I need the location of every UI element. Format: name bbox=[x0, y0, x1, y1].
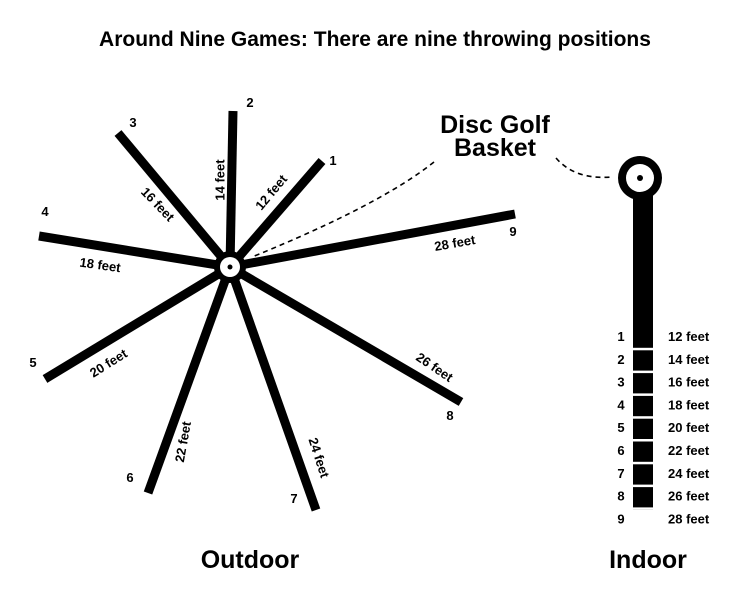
indoor-tick-2 bbox=[633, 347, 653, 351]
indoor-tick-6 bbox=[633, 439, 653, 442]
indoor-distance-1: 12 feet bbox=[668, 329, 710, 344]
indoor-number-6: 6 bbox=[617, 443, 624, 458]
indoor-tick-3 bbox=[633, 370, 653, 374]
spoke-distance-9: 28 feet bbox=[433, 232, 477, 254]
indoor-number-7: 7 bbox=[617, 466, 624, 481]
indoor-number-5: 5 bbox=[617, 420, 624, 435]
outdoor-basket-dot bbox=[227, 264, 233, 270]
indoor-number-1: 1 bbox=[617, 329, 624, 344]
spoke-distance-7: 24 feet bbox=[306, 436, 333, 480]
spoke-number-6: 6 bbox=[126, 470, 133, 485]
indoor-distance-2: 14 feet bbox=[668, 352, 710, 367]
indoor-tick-7 bbox=[633, 461, 653, 465]
outdoor-basket bbox=[214, 251, 246, 283]
spoke-3 bbox=[114, 130, 234, 270]
diagram-title: Around Nine Games: There are nine throwi… bbox=[99, 28, 651, 51]
indoor-tick-8 bbox=[633, 484, 653, 488]
indoor-distance-9: 28 feet bbox=[668, 511, 710, 526]
indoor-lane-ticks bbox=[633, 347, 653, 510]
spoke-5 bbox=[42, 263, 233, 383]
spoke-4 bbox=[38, 231, 231, 272]
spoke-number-5: 5 bbox=[29, 355, 36, 370]
spoke-2 bbox=[225, 110, 238, 268]
indoor-label: Indoor bbox=[609, 546, 687, 574]
spoke-distance-4: 18 feet bbox=[79, 255, 123, 276]
pointer-to-outdoor-basket bbox=[251, 161, 435, 258]
spoke-7 bbox=[225, 265, 321, 512]
indoor-distance-7: 24 feet bbox=[668, 466, 710, 481]
indoor-tick-4 bbox=[633, 393, 653, 396]
spoke-6 bbox=[143, 265, 235, 495]
indoor-basket-dot bbox=[637, 175, 643, 181]
basket-label-line-2: Basket bbox=[454, 134, 537, 162]
spoke-number-1: 1 bbox=[329, 153, 336, 168]
indoor-position-list: 1 12 feet 2 14 feet 3 16 feet 4 18 feet 5 20 feet… bbox=[617, 329, 709, 526]
outdoor-spokes bbox=[38, 110, 516, 512]
indoor-number-3: 3 bbox=[617, 375, 624, 390]
indoor-distance-4: 18 feet bbox=[668, 397, 710, 412]
basket-label-line-1: Disc Golf bbox=[440, 111, 550, 139]
spoke-8 bbox=[227, 263, 464, 406]
spoke-distance-6: 22 feet bbox=[172, 420, 194, 464]
spoke-number-7: 7 bbox=[290, 491, 297, 506]
spoke-number-4: 4 bbox=[41, 204, 49, 219]
spoke-number-3: 3 bbox=[129, 115, 136, 130]
outdoor-label: Outdoor bbox=[201, 546, 300, 574]
indoor-distance-6: 22 feet bbox=[668, 443, 710, 458]
indoor-tick-9 bbox=[633, 507, 653, 510]
indoor-number-9: 9 bbox=[617, 511, 624, 526]
spoke-1 bbox=[226, 158, 326, 270]
indoor-number-2: 2 bbox=[617, 352, 624, 367]
indoor-distance-3: 16 feet bbox=[668, 375, 710, 390]
spoke-number-2: 2 bbox=[246, 95, 253, 110]
indoor-distance-8: 26 feet bbox=[668, 489, 710, 504]
pointer-to-indoor-basket bbox=[555, 157, 613, 179]
spoke-distance-2: 14 feet bbox=[212, 159, 227, 201]
spoke-number-9: 9 bbox=[509, 224, 516, 239]
indoor-number-4: 4 bbox=[617, 397, 625, 412]
indoor-number-8: 8 bbox=[617, 489, 624, 504]
indoor-tick-5 bbox=[633, 416, 653, 419]
indoor-distance-5: 20 feet bbox=[668, 420, 710, 435]
spoke-9 bbox=[229, 209, 516, 272]
spoke-number-8: 8 bbox=[446, 408, 453, 423]
indoor-lane bbox=[618, 156, 662, 510]
